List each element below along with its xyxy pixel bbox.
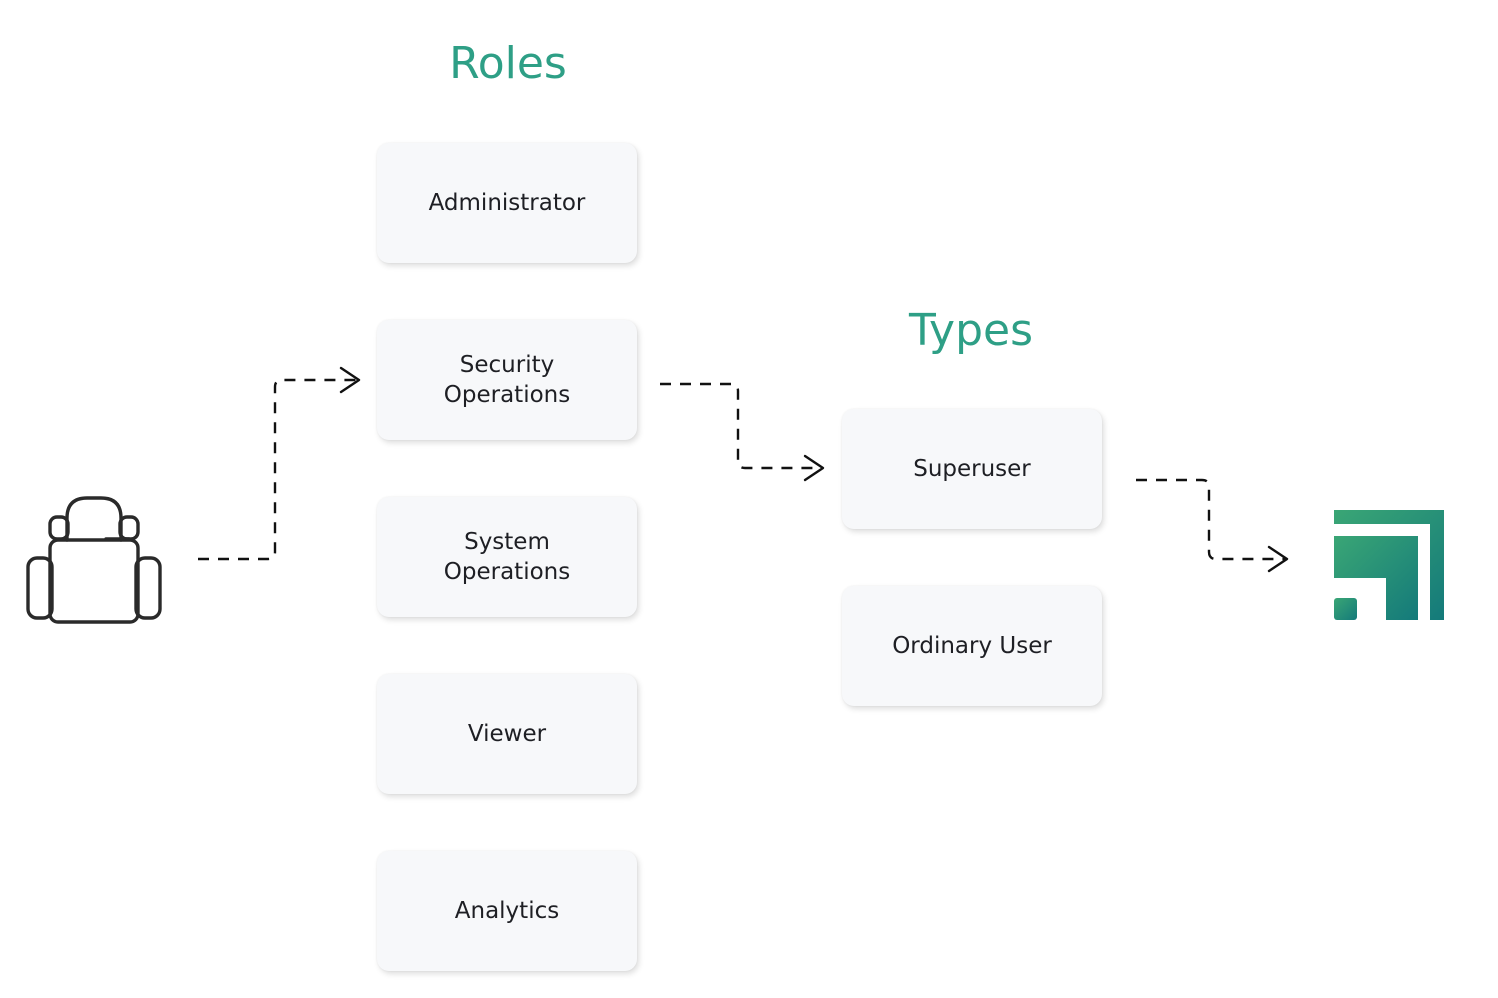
type-label: Ordinary User bbox=[892, 633, 1052, 659]
role-label: Viewer bbox=[467, 721, 547, 747]
user-headset-icon bbox=[26, 496, 162, 624]
connector-superuser-to-logo bbox=[1136, 478, 1289, 573]
role-box-viewer: Viewer bbox=[377, 674, 637, 794]
type-box-ordinary-user: Ordinary User bbox=[842, 586, 1102, 706]
role-label: Administrator bbox=[428, 190, 586, 216]
types-heading: Types bbox=[909, 305, 1033, 356]
role-box-analytics: Analytics bbox=[377, 851, 637, 971]
role-label: Security Operations bbox=[443, 352, 571, 408]
brand-logo-icon bbox=[1334, 510, 1444, 620]
type-label: Superuser bbox=[913, 456, 1031, 482]
role-label: System Operations bbox=[443, 529, 571, 585]
connector-security-operations-to-superuser bbox=[660, 382, 825, 482]
role-box-system-operations: System Operations bbox=[377, 497, 637, 617]
connector-user-to-security-operations bbox=[198, 366, 361, 561]
role-label: Analytics bbox=[454, 898, 560, 924]
roles-heading: Roles bbox=[449, 38, 567, 89]
role-box-security-operations: Security Operations bbox=[377, 320, 637, 440]
type-box-superuser: Superuser bbox=[842, 409, 1102, 529]
role-box-administrator: Administrator bbox=[377, 143, 637, 263]
